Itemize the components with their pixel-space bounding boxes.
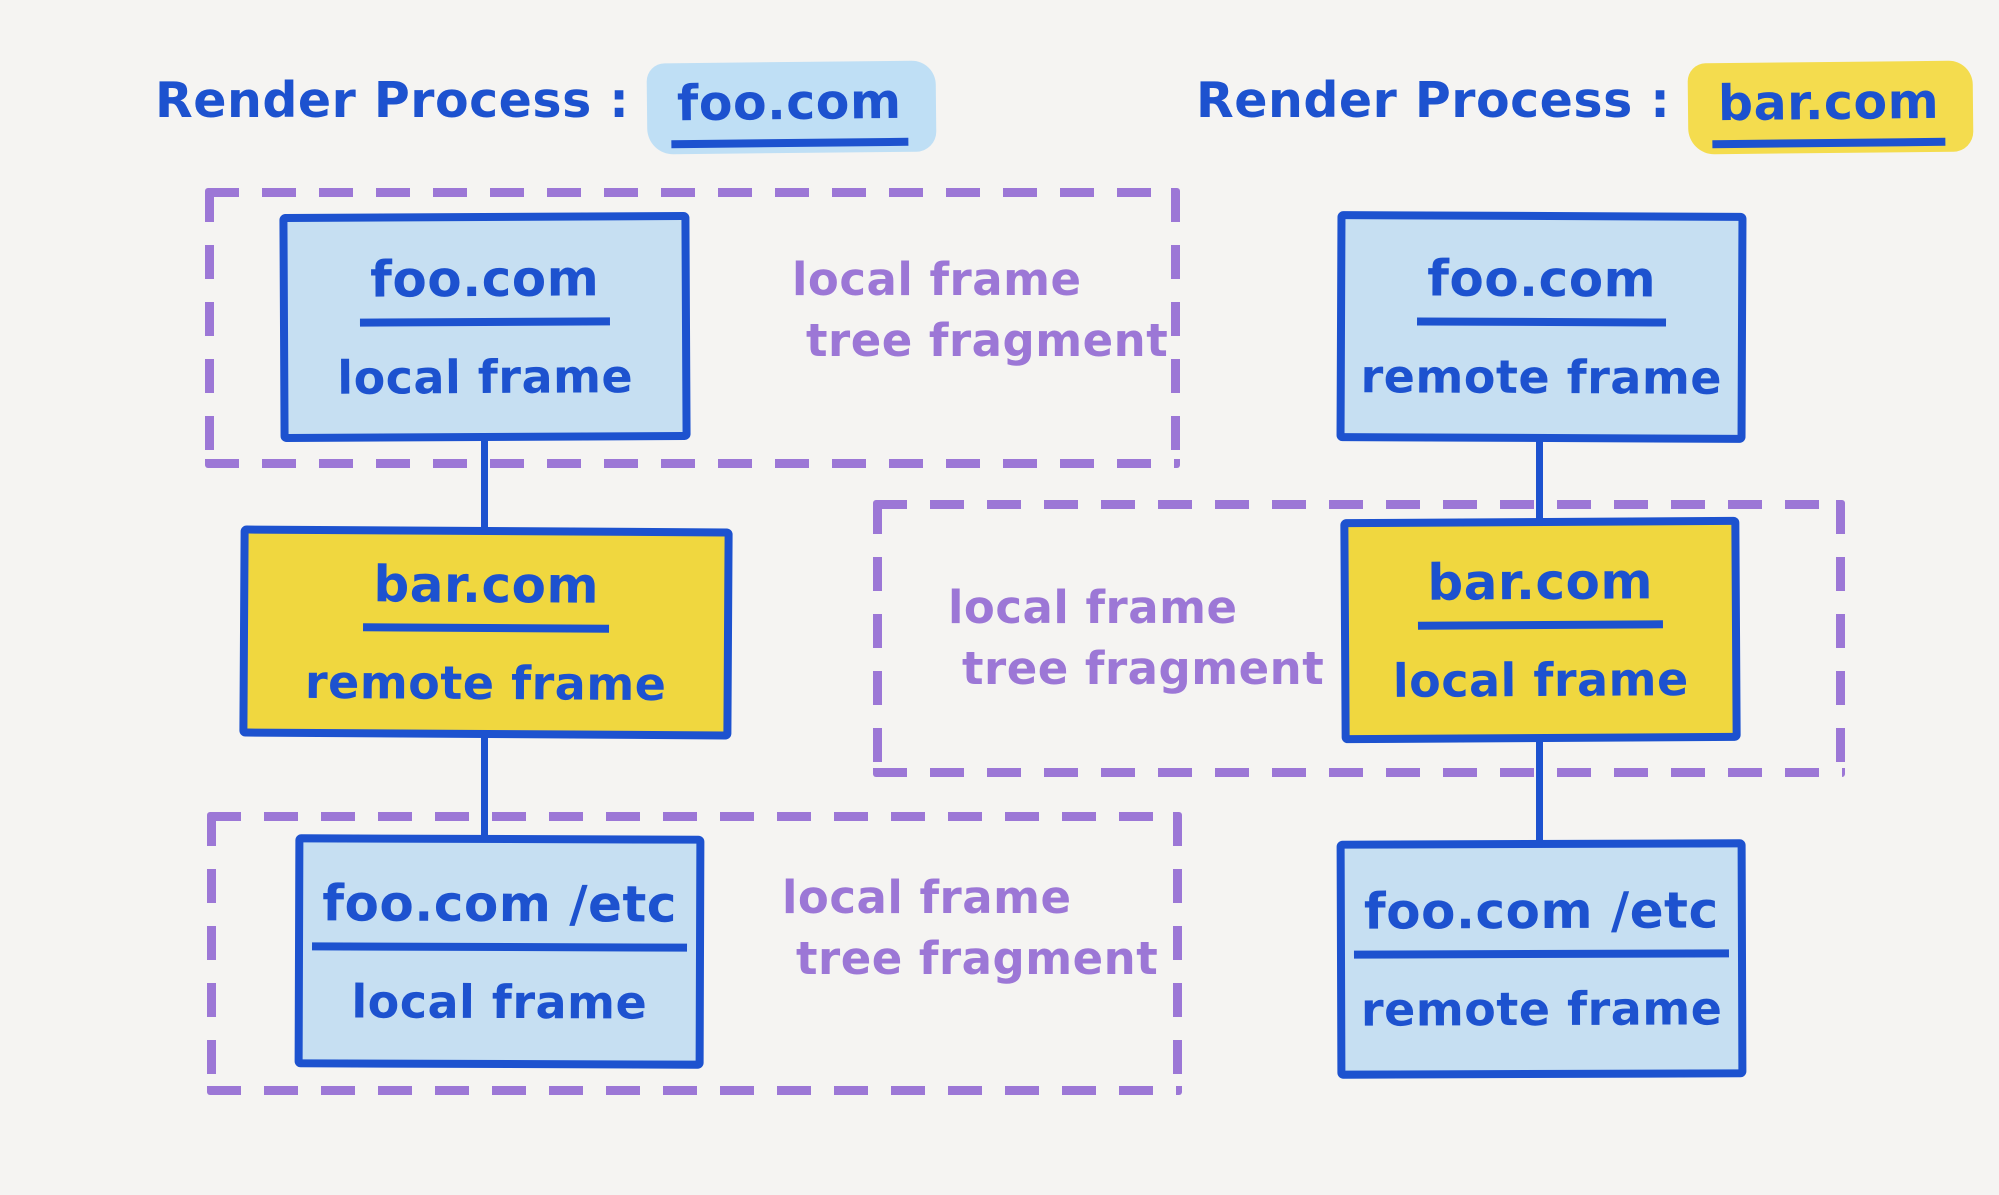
render-process-title-foo: Render Process : foo.com bbox=[155, 60, 937, 155]
title-prefix: Render Process : bbox=[1196, 72, 1671, 129]
frame-node-domain: foo.com /etc bbox=[312, 873, 688, 952]
fragment-label-line2: tree fragment bbox=[962, 641, 1325, 695]
connector-left-bottom bbox=[481, 732, 488, 840]
title-domain: bar.com bbox=[1712, 72, 1947, 149]
frame-node-type: remote frame bbox=[1360, 981, 1723, 1037]
frame-node-domain: foo.com /etc bbox=[1353, 881, 1729, 959]
connector-right-top bbox=[1536, 438, 1543, 524]
frame-node-fooetc-remote: foo.com /etc remote frame bbox=[1336, 839, 1747, 1079]
fragment-label-right: local frame tree fragment bbox=[948, 578, 1324, 700]
frame-node-fooetc-local: foo.com /etc local frame bbox=[294, 834, 705, 1069]
fragment-label-line1: local frame bbox=[948, 581, 1238, 634]
title-domain-highlight-yellow: bar.com bbox=[1687, 60, 1975, 155]
fragment-label-left-bottom: local frame tree fragment bbox=[782, 868, 1158, 990]
fragment-label-line1: local frame bbox=[792, 253, 1082, 306]
frame-node-type: remote frame bbox=[304, 654, 667, 711]
fragment-label-line2: tree fragment bbox=[796, 931, 1159, 985]
frame-node-domain: foo.com bbox=[360, 249, 610, 327]
frame-node-domain: foo.com bbox=[1416, 249, 1667, 327]
title-domain: foo.com bbox=[671, 72, 909, 149]
frame-node-foo-local: foo.com local frame bbox=[279, 211, 691, 443]
fragment-label-line2: tree fragment bbox=[806, 313, 1169, 367]
connector-right-bottom bbox=[1536, 738, 1543, 846]
fragment-label-line1: local frame bbox=[782, 871, 1072, 924]
frame-node-foo-remote: foo.com remote frame bbox=[1336, 211, 1747, 443]
frame-node-domain: bar.com bbox=[1417, 552, 1664, 630]
frame-node-type: local frame bbox=[337, 349, 634, 405]
title-prefix: Render Process : bbox=[155, 72, 630, 129]
frame-node-type: local frame bbox=[1392, 652, 1689, 708]
frame-node-type: local frame bbox=[351, 973, 648, 1030]
frame-node-bar-local: bar.com local frame bbox=[1340, 516, 1741, 744]
frame-node-type: remote frame bbox=[1360, 349, 1723, 405]
render-process-title-bar: Render Process : bar.com bbox=[1196, 60, 1975, 155]
connector-left-top bbox=[481, 437, 488, 533]
fragment-label-left-top: local frame tree fragment bbox=[792, 250, 1168, 372]
frame-node-domain: bar.com bbox=[363, 554, 610, 633]
frame-node-bar-remote: bar.com remote frame bbox=[239, 525, 733, 740]
title-domain-highlight-blue: foo.com bbox=[646, 60, 937, 155]
